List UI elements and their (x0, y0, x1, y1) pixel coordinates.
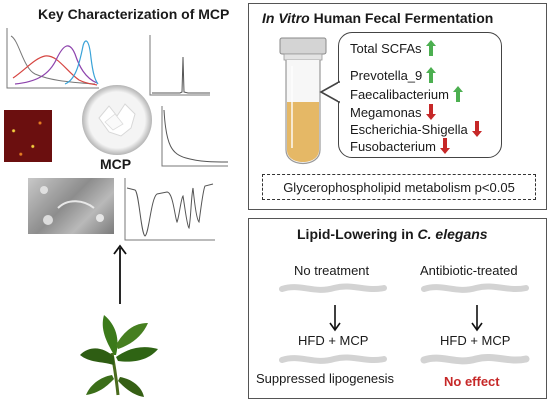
mcp-label: MCP (100, 156, 132, 172)
chromatogram-plot (149, 35, 210, 96)
left-down-arrow (329, 305, 341, 332)
item-label: Megamonas (350, 104, 422, 120)
fermentation-title-rest: Human Fecal Fermentation (309, 10, 494, 26)
fermentation-results-box (338, 32, 502, 158)
left-treatment: HFD + MCP (298, 333, 369, 348)
down-arrow-icon (439, 138, 450, 154)
absorbance-spectra-plot (6, 28, 99, 89)
plant-image (80, 315, 158, 397)
item-label: Total SCFAs (350, 40, 422, 56)
item-faecalibacterium: Faecalibacterium (350, 86, 463, 102)
item-escherichia-shigella: Escherichia-Shigella (350, 121, 482, 137)
item-megamonas: Megamonas (350, 104, 436, 120)
fermentation-title-italic: In Vitro (262, 10, 310, 26)
up-arrow-icon (426, 67, 437, 83)
sem-particles-icon (40, 186, 104, 225)
right-treatment: HFD + MCP (440, 333, 511, 348)
left-condition: No treatment (294, 263, 370, 278)
item-label: Prevotella_9 (350, 67, 423, 83)
worm-icon-left-top (279, 283, 387, 293)
item-label: Escherichia-Shigella (350, 121, 468, 137)
item-fusobacterium: Fusobacterium (350, 138, 450, 154)
elegans-title: Lipid-Lowering in C. elegans (297, 226, 488, 242)
worm-icon-left-bottom (279, 354, 387, 364)
up-arrow (113, 244, 127, 304)
item-label: Fusobacterium (350, 138, 436, 154)
metabolism-box: Glycerophospholipid metabolism p<0.05 (262, 174, 536, 200)
item-prevotella-9: Prevotella_9 (350, 67, 437, 83)
worm-icon-right-bottom (420, 353, 530, 365)
up-arrow-icon (453, 86, 463, 102)
right-down-arrow (471, 305, 483, 332)
right-result: No effect (444, 374, 500, 389)
powder-flakes-icon (98, 103, 136, 137)
item-label: Faecalibacterium (350, 86, 449, 102)
elegans-title-italic: C. elegans (417, 226, 488, 242)
fecal-tube-icon (279, 37, 327, 164)
item-total-scfas: Total SCFAs (350, 40, 436, 56)
viscosity-curve-plot (161, 106, 229, 167)
elegans-title-prefix: Lipid-Lowering in (297, 226, 418, 242)
bubble-pointer (319, 80, 341, 104)
down-arrow-icon (425, 104, 436, 120)
characterization-title: Key Characterization of MCP (38, 6, 230, 22)
right-condition: Antibiotic-treated (420, 263, 518, 278)
fermentation-title: In Vitro Human Fecal Fermentation (262, 10, 493, 26)
ftir-spectrum-plot (124, 178, 215, 241)
up-arrow-icon (425, 40, 436, 56)
afm-image (4, 110, 52, 162)
worm-icon-right-top (421, 283, 529, 293)
left-result: Suppressed lipogenesis (256, 371, 395, 386)
down-arrow-icon (471, 121, 482, 137)
elegans-panel (248, 218, 547, 399)
